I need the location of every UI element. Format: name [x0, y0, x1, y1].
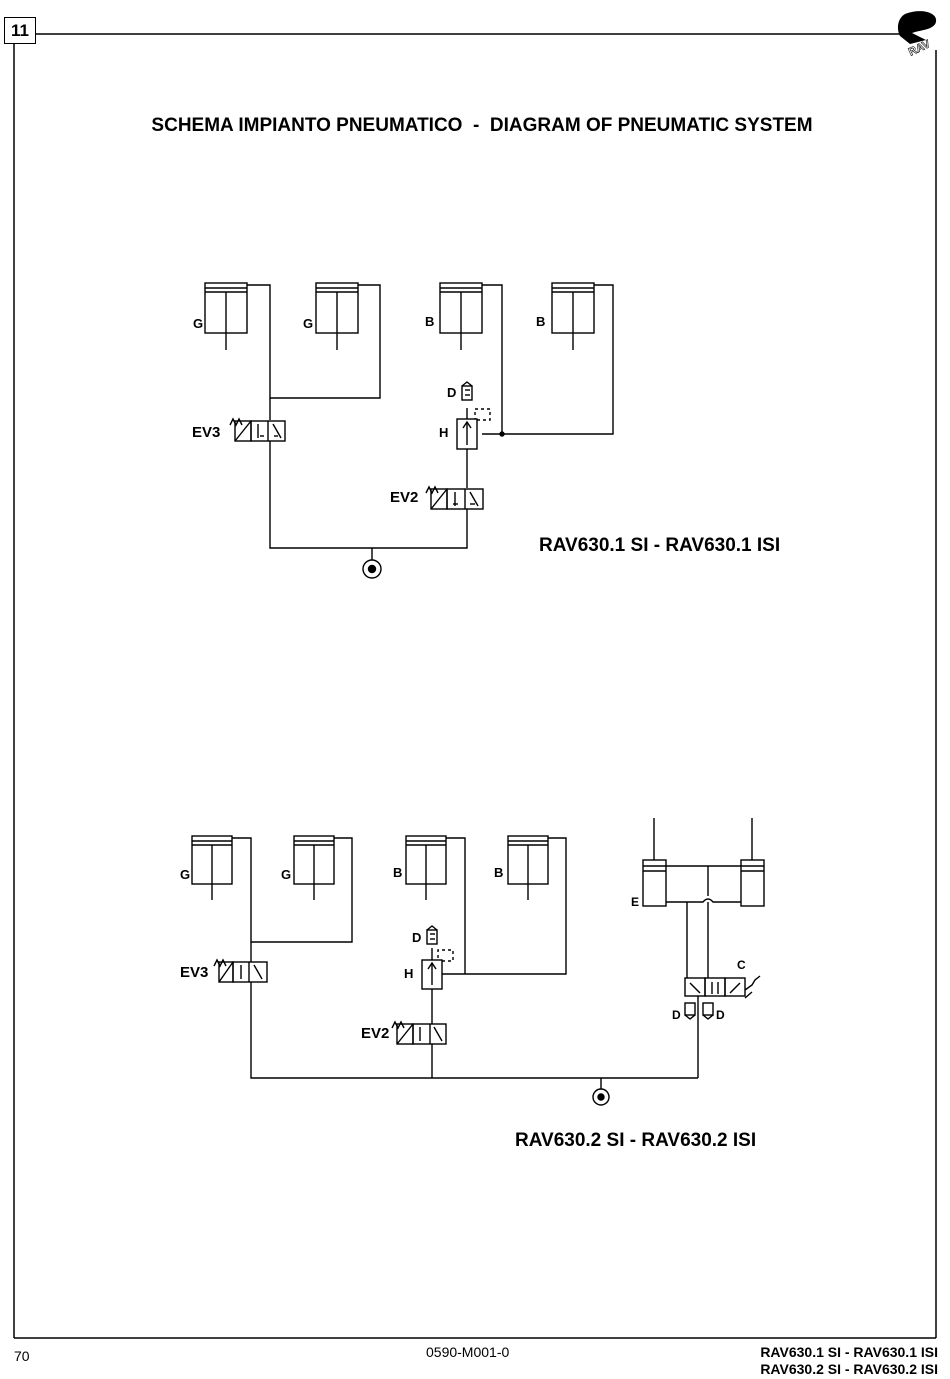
rav-logo: RAV — [897, 11, 937, 59]
valve-ev3 — [213, 958, 268, 983]
cylinder-g2 — [315, 282, 359, 350]
diagram-bottom — [191, 818, 765, 1106]
silencer-d — [426, 925, 438, 945]
valve-h — [456, 408, 491, 488]
cylinder-g1 — [191, 835, 233, 900]
footer-models-line2: RAV630.2 SI - RAV630.2 ISI — [760, 1361, 938, 1377]
variant-label-bottom: RAV630.2 SI - RAV630.2 ISI — [515, 1130, 757, 1151]
variant-label-top: RAV630.1 SI - RAV630.1 ISI — [539, 535, 781, 556]
cylinder-e-right — [740, 818, 765, 907]
pipe-b1 — [446, 837, 466, 974]
label-h: H — [439, 425, 448, 440]
labels-bottom: G G B B D H EV3 EV2 E C D D — [180, 865, 746, 1042]
cylinder-e-left — [642, 818, 667, 907]
label-ev2: EV2 — [361, 1025, 389, 1042]
air-supply-top — [362, 559, 382, 579]
cylinder-g1 — [204, 282, 248, 350]
valve-ev2 — [391, 1020, 447, 1045]
label-g1: G — [193, 316, 203, 331]
pipe-supply-bottom — [250, 982, 698, 1079]
label-d-left: D — [672, 1008, 681, 1022]
silencer-d-left — [684, 1002, 696, 1020]
label-d: D — [447, 385, 456, 400]
valve-ev3 — [229, 417, 286, 442]
label-b1: B — [393, 865, 402, 880]
valve-h — [421, 948, 454, 1024]
page-number: 70 — [14, 1348, 30, 1364]
page-title: SCHEMA IMPIANTO PNEUMATICO - DIAGRAM OF … — [151, 115, 813, 136]
labels-top: G G B B D H EV3 EV2 — [192, 314, 545, 506]
pipe-b1 — [482, 284, 503, 434]
doc-code: 0590-M001-0 — [426, 1344, 510, 1360]
label-ev2: EV2 — [390, 489, 418, 506]
pipe-b2 — [482, 284, 614, 435]
label-b2: B — [494, 865, 503, 880]
pipe-b2 — [442, 837, 567, 975]
label-g2: G — [303, 316, 313, 331]
page-frame — [13, 33, 937, 1339]
pipe-supply-top — [269, 441, 468, 549]
label-g2: G — [281, 867, 291, 882]
silencer-d-right — [702, 1002, 714, 1020]
label-h: H — [404, 966, 413, 981]
diagram-top — [204, 282, 614, 579]
cylinder-b2 — [507, 835, 549, 900]
silencer-d — [461, 381, 473, 401]
valve-ev2 — [425, 485, 484, 510]
label-g1: G — [180, 867, 190, 882]
label-e: E — [631, 895, 639, 909]
label-ev3: EV3 — [192, 424, 220, 441]
air-supply-bottom — [592, 1088, 610, 1106]
cylinder-g2 — [293, 835, 335, 900]
cylinder-b2 — [551, 282, 595, 350]
label-c: C — [737, 958, 746, 972]
cylinder-b1 — [405, 835, 447, 900]
valve-c — [684, 975, 761, 999]
label-b2: B — [536, 314, 545, 329]
label-ev3: EV3 — [180, 964, 208, 981]
label-b1: B — [425, 314, 434, 329]
label-d-right: D — [716, 1008, 725, 1022]
footer-models-line1: RAV630.1 SI - RAV630.1 ISI — [760, 1344, 938, 1360]
footer-models: RAV630.1 SI - RAV630.1 ISI RAV630.2 SI -… — [760, 1344, 938, 1378]
label-d: D — [412, 930, 421, 945]
pipe-g — [232, 837, 353, 943]
pipe-g — [247, 284, 381, 399]
section-number-box: 11 — [4, 17, 36, 44]
cylinder-b1 — [439, 282, 483, 350]
